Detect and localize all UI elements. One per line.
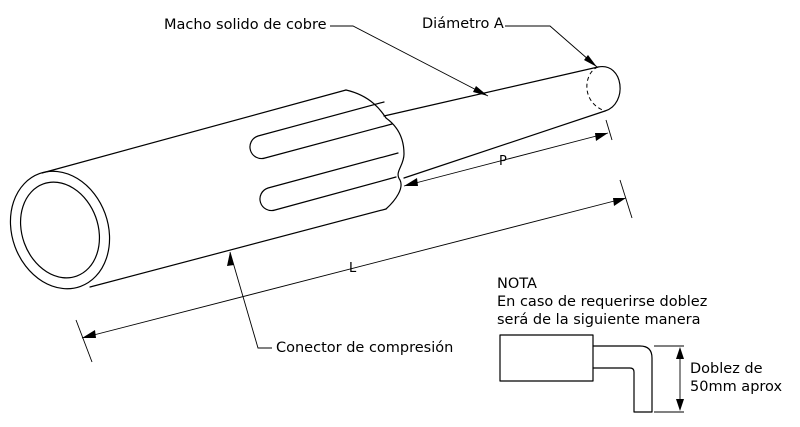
dimension-l	[75, 179, 633, 363]
note-line-1: En caso de requerirse doblez	[497, 294, 708, 310]
leader-macho	[330, 25, 489, 97]
bend-rod	[592, 345, 653, 413]
label-macho-solido: Macho solido de cobre	[164, 17, 327, 33]
bend-connector-body	[499, 334, 594, 382]
rod-bottom-edge	[403, 110, 606, 179]
label-conector-compresion: Conector de compresión	[276, 340, 454, 356]
note-line-2: será de la siguiente manera	[497, 312, 701, 328]
tube-top-edge	[41, 89, 347, 174]
tube-slot-upper	[249, 101, 393, 160]
rod-tip-hidden	[586, 66, 606, 112]
dimension-p	[403, 119, 613, 187]
tube-cut-end	[345, 89, 405, 210]
compression-connector	[9, 89, 405, 290]
rod-tip-front	[597, 66, 621, 112]
tube-bottom-edge	[89, 208, 387, 288]
label-diametro-a: Diámetro A	[422, 16, 504, 32]
label-dimension-p: P	[499, 154, 507, 169]
note-title: NOTA	[497, 276, 537, 292]
bend-label-line-2: 50mm aprox	[690, 379, 783, 395]
bend-sketch	[499, 334, 684, 413]
bend-label-line-1: Doblez de	[690, 361, 763, 377]
copper-rod	[383, 66, 621, 179]
rod-top-edge	[383, 66, 599, 117]
label-dimension-l: L	[349, 261, 357, 276]
tube-slot-lower	[259, 152, 399, 212]
tube-front-outer	[9, 170, 111, 290]
leader-diametro	[505, 25, 598, 68]
tube-front-inner	[19, 181, 101, 279]
leader-conector	[227, 251, 272, 349]
